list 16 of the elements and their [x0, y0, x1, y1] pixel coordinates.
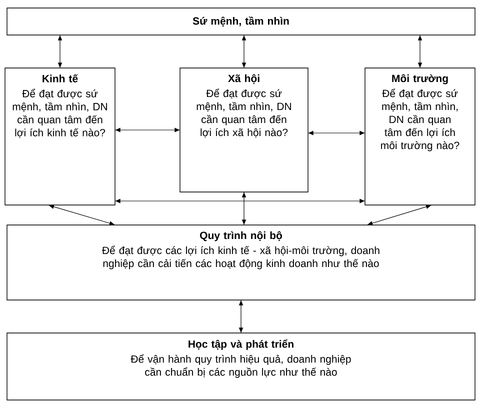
arrow — [115, 198, 365, 204]
arrow — [242, 35, 246, 68]
text-box: Kinh tế Để đạt được sứ mệnh, tầm nhìn, DN cần quan tâm đến lợi ích kinh tế nào? — [4, 68, 116, 206]
text-box: Môi trường Để đạt được sứ mệnh, tầm nhìn, DN cần quan tâm đến lợi ích môi trường nào? — [364, 68, 476, 206]
arrow — [48, 204, 115, 226]
arrow — [367, 204, 432, 226]
arrow — [242, 192, 246, 225]
arrow — [58, 35, 62, 68]
arrow — [238, 300, 244, 333]
text-box: Sứ mệnh, tầm nhìn — [6, 8, 476, 36]
arrow — [308, 130, 365, 136]
arrow — [418, 35, 422, 68]
text-box: Học tập và phát triển Để vận hành quy trình hiệu quả, doanh nghiệp cần chuẩn bị các nguồn lực như thế nào — [6, 332, 476, 400]
text-box: Xã hội Để đạt được sứ mệnh, tầm nhìn, DN cần quan tâm đến lợi ích xã hội nào? — [180, 68, 308, 192]
text-box: Quy trình nội bộ Để đạt được các lợi ích kinh tế - xã hội-môi trường, doanh nghiệp cần cải tiến các hoạt động kinh doanh như thế nào — [6, 224, 476, 300]
arrow — [115, 128, 180, 132]
